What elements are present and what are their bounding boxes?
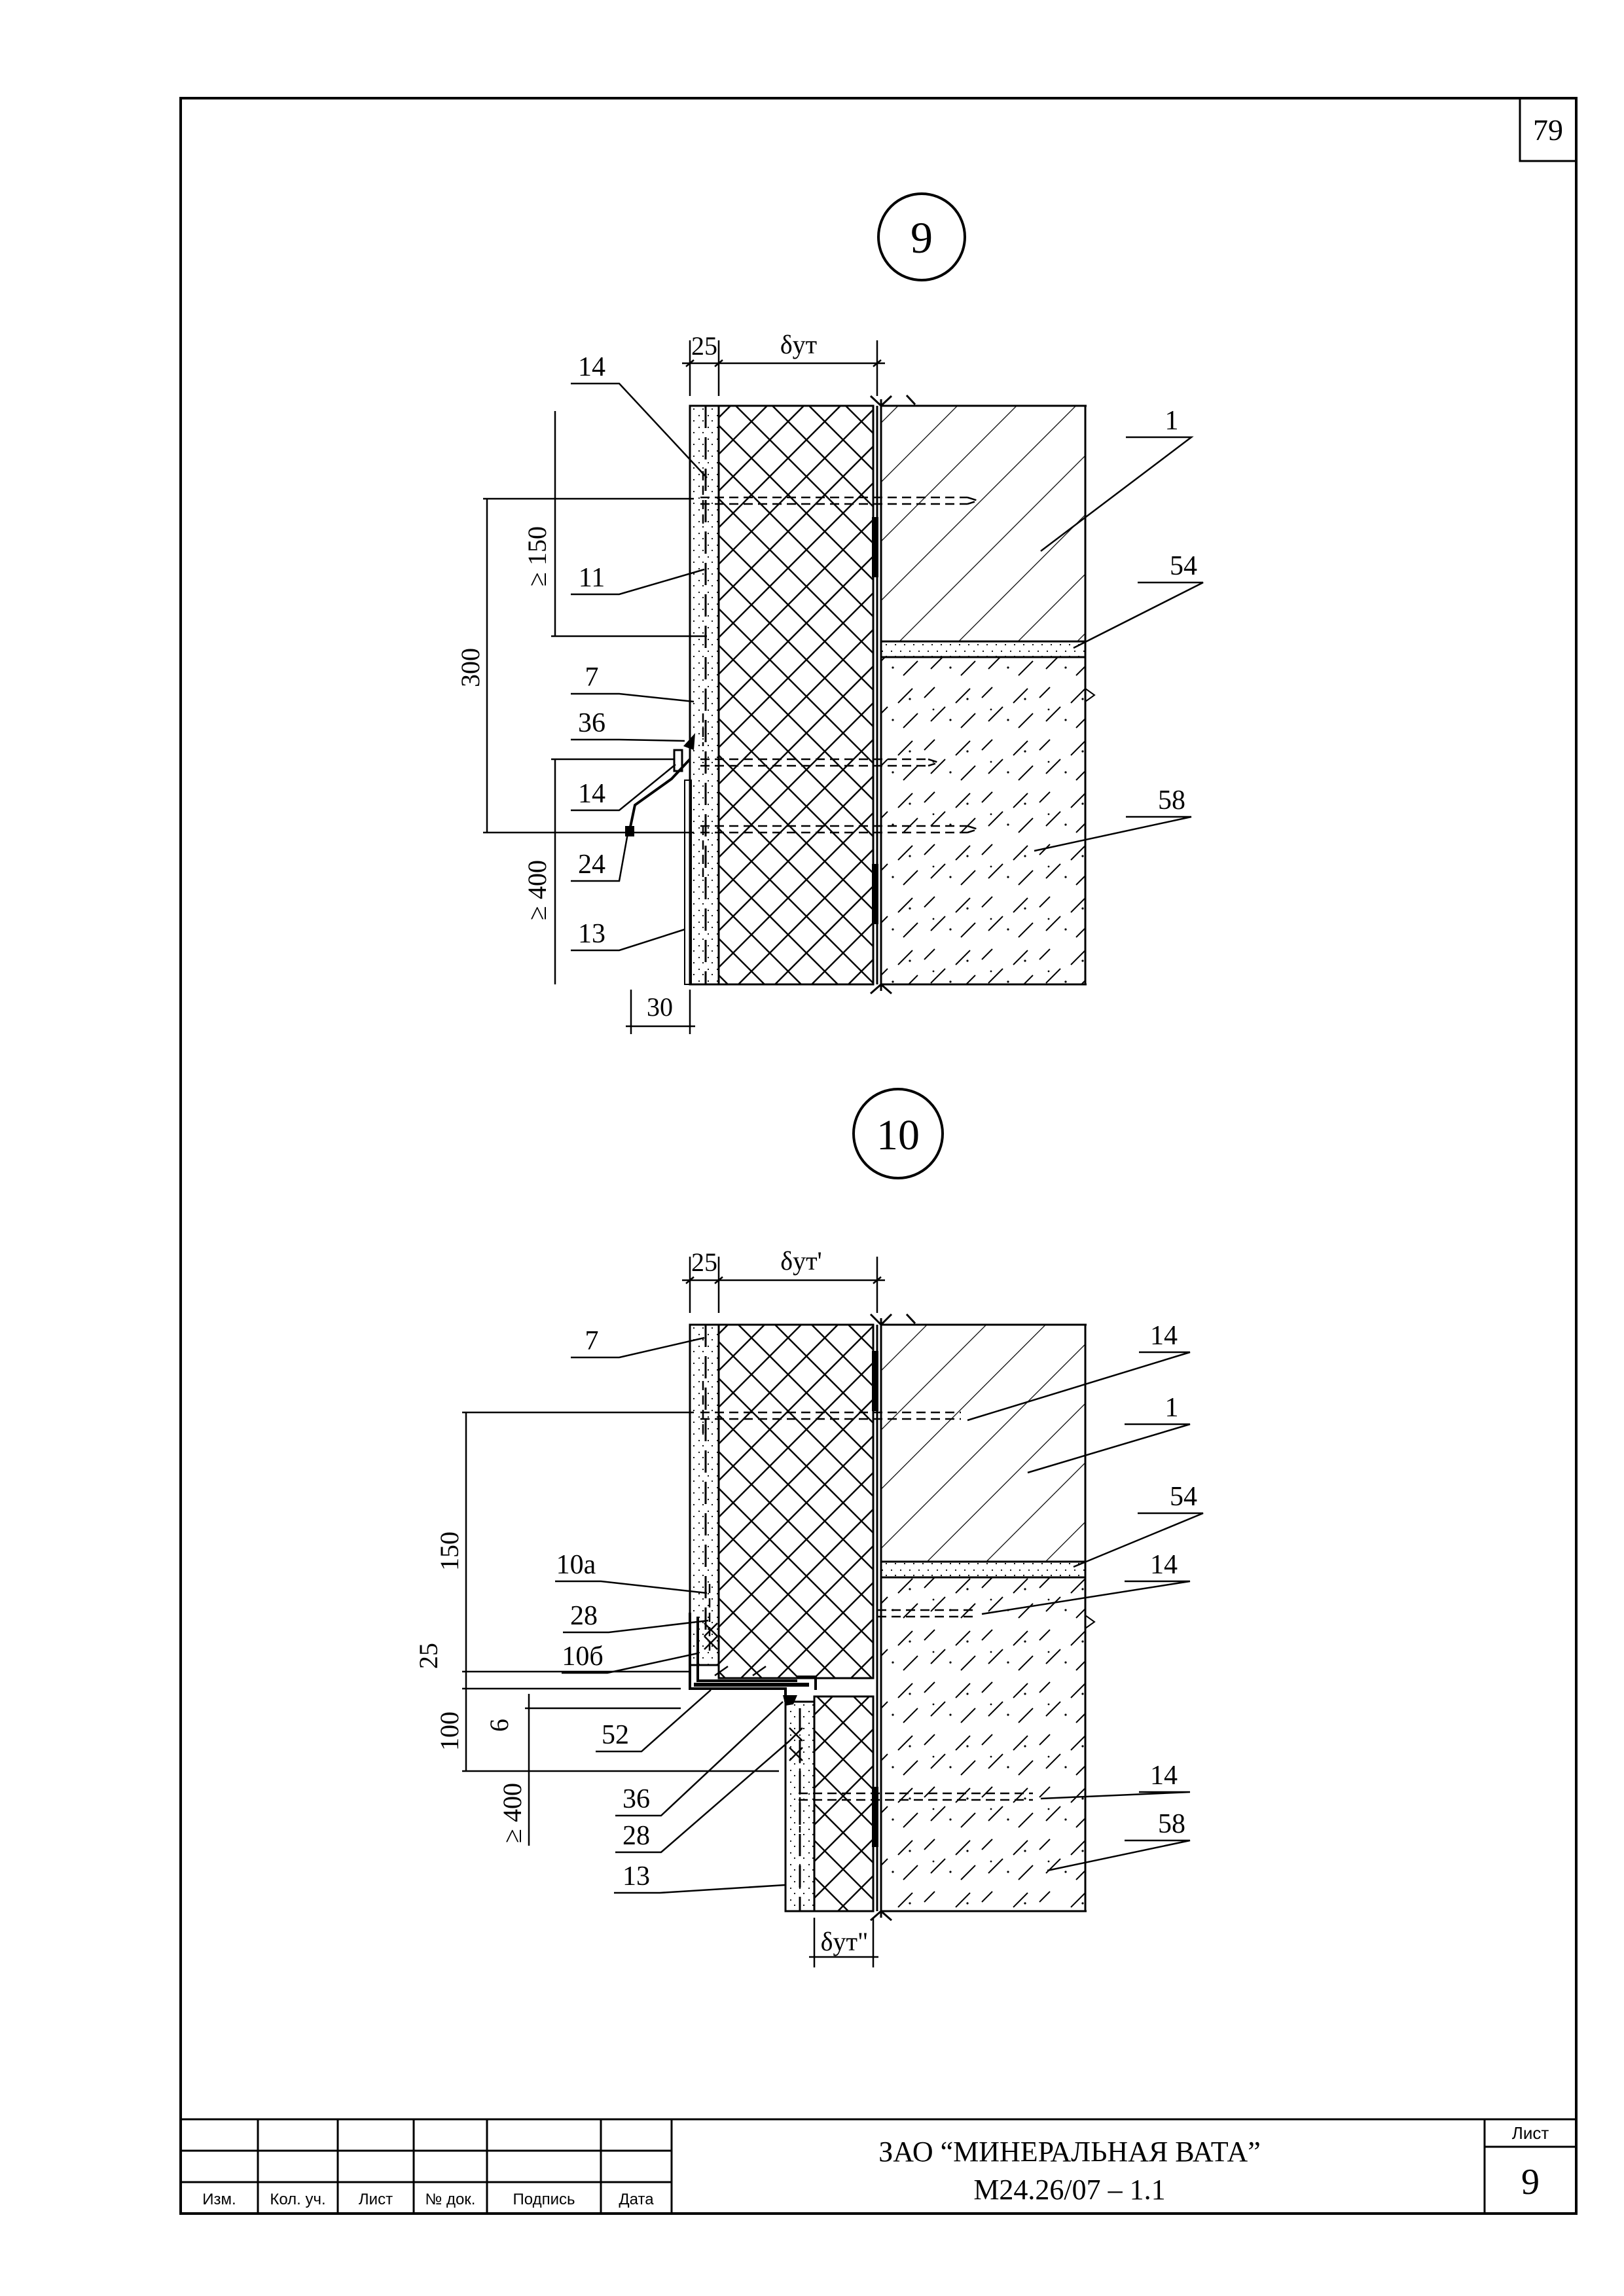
header-no-doc: № док.	[425, 2191, 476, 2208]
header-signature: Подпись	[513, 2191, 575, 2208]
callout-28-top-10: 28	[570, 1601, 598, 1631]
header-kol-uch: Кол. уч.	[270, 2191, 325, 2208]
dimensions-detail-9	[483, 340, 885, 1034]
title-block	[181, 2118, 1576, 2214]
dim-drip-10: 100	[435, 1712, 464, 1751]
dim-lap-9: ≥ 150	[522, 526, 552, 586]
callout-7-9: 7	[585, 662, 599, 692]
insulation-upper-10	[717, 1323, 875, 1679]
callout-14-top-10: 14	[1150, 1321, 1178, 1351]
callout-36-10: 36	[623, 1784, 650, 1814]
callout-10b-10: 10б	[562, 1641, 603, 1672]
dim-steel-10: 6	[484, 1719, 514, 1732]
cornice-profile	[689, 1613, 817, 1761]
dim-spacing-9: 300	[456, 648, 485, 687]
detail-10-circle	[852, 1088, 944, 1179]
detail-10-number: 10	[876, 1111, 920, 1159]
header-izm: Изм.	[202, 2191, 236, 2208]
callout-36-9: 36	[578, 708, 605, 738]
detail-9: 9	[456, 192, 1204, 1034]
concrete-wall-10	[880, 1576, 1087, 1912]
callout-58-10: 58	[1158, 1809, 1185, 1839]
detail-10: 10	[414, 1088, 1204, 1967]
callout-11-9: 11	[579, 563, 605, 593]
callout-58-9: 58	[1158, 785, 1185, 816]
header-list: Лист	[359, 2191, 393, 2208]
document-code: М24.26/07 – 1.1	[973, 2174, 1165, 2206]
callout-54-9: 54	[1170, 551, 1197, 581]
page-number-box	[1519, 97, 1578, 162]
callout-1-10: 1	[1165, 1393, 1179, 1423]
dim-lap-10: 150	[435, 1532, 464, 1571]
plinth-finish	[684, 780, 692, 985]
dim-gap-10: 25	[414, 1643, 443, 1669]
detail-9-number: 9	[911, 213, 933, 262]
anchors-detail-9	[700, 471, 981, 877]
dim-plaster-9: 25	[691, 331, 717, 361]
dimensions-detail-10	[462, 1257, 885, 1967]
sheet-number: 9	[1521, 2162, 1540, 2202]
dim-insulation-bottom-10: δут"	[821, 1927, 869, 1956]
insulation-layer	[717, 404, 875, 986]
detail-9-circle	[877, 192, 966, 281]
callout-54-10: 54	[1170, 1482, 1197, 1512]
callout-13-9: 13	[578, 919, 605, 949]
dim-plinth-9: ≥ 400	[522, 860, 552, 920]
page-number: 79	[1533, 113, 1563, 147]
callout-14-top-9: 14	[578, 352, 605, 382]
dim-offset-9: 30	[647, 992, 673, 1022]
dim-plinth-10: ≥ 400	[497, 1783, 527, 1843]
sheet-label: Лист	[1512, 2123, 1549, 2143]
plaster-layer	[689, 404, 720, 986]
brick-wall-10	[880, 1323, 1087, 1563]
callout-24-9: 24	[578, 850, 605, 880]
company-name: ЗАО “МИНЕРАЛЬНАЯ ВАТА”	[878, 2136, 1261, 2168]
callout-14-bottom-10: 14	[1150, 1761, 1178, 1791]
callout-1-9: 1	[1165, 406, 1179, 436]
callout-7-10: 7	[585, 1326, 599, 1356]
callout-10a-10: 10а	[556, 1550, 596, 1580]
floor-slab	[880, 640, 1087, 658]
callout-14-bottom-9: 14	[578, 779, 605, 809]
plinth-flashing	[625, 733, 695, 985]
callout-28-bottom-10: 28	[623, 1821, 650, 1851]
callout-52-10: 52	[602, 1720, 629, 1750]
insulation-lower-10	[813, 1695, 875, 1912]
plaster-upper-10	[689, 1323, 720, 1666]
anchors-detail-10	[700, 1381, 1033, 1833]
dim-plaster-10: 25	[691, 1247, 717, 1277]
callout-14-mid-10: 14	[1150, 1550, 1178, 1580]
concrete-wall	[880, 656, 1087, 986]
dim-insulation-top-10: δут'	[780, 1246, 822, 1276]
header-date: Дата	[619, 2191, 654, 2208]
floor-slab-10	[880, 1560, 1087, 1579]
sheet-frame	[179, 97, 1578, 2215]
brick-wall	[880, 404, 1087, 643]
dim-insulation-9: δут	[780, 330, 817, 359]
callout-13-10: 13	[623, 1861, 650, 1892]
